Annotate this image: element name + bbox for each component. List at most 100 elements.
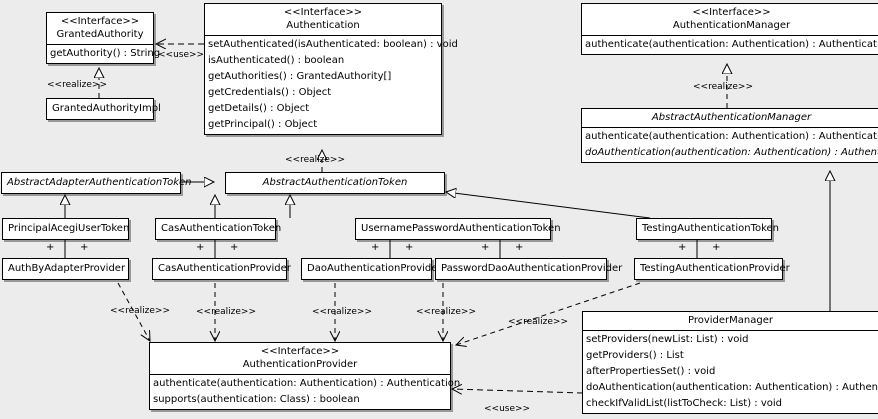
class-name: AbstractAuthenticationManager	[651, 112, 812, 123]
operations-compartment: getAuthority() : String	[47, 44, 161, 63]
class-name: AbstractAdapterAuthenticationToken	[7, 177, 192, 188]
class-granted-authority-impl[interactable]: GrantedAuthorityImpl	[46, 98, 161, 120]
class-name: PasswordDaoAuthenticationProvider	[441, 263, 623, 274]
visibility-marker-plus: +	[230, 242, 239, 253]
class-header: <<Interface>> AuthenticationProvider	[150, 343, 450, 374]
operations-compartment: authenticate(authentication: Authenticat…	[582, 127, 878, 162]
visibility-marker-plus: +	[481, 242, 490, 253]
operations-compartment: setProviders(newList: List) : void getPr…	[583, 330, 878, 413]
class-cas-authentication-provider[interactable]: CasAuthenticationProvider	[152, 258, 291, 280]
visibility-marker-plus: +	[678, 242, 687, 253]
class-name: TestingAuthenticationToken	[642, 223, 780, 234]
operation-row: getDetails() : Object	[208, 103, 310, 114]
operation-row: checkIfValidList(listToCheck: List) : vo…	[586, 398, 783, 409]
operations-compartment: authenticate(authentication: Authenticat…	[582, 35, 878, 54]
class-header: PrincipalAcegiUserToken	[3, 219, 130, 239]
operation-row: getCredentials() : Object	[208, 87, 332, 98]
operation-row: isAuthenticated() : boolean	[208, 55, 345, 66]
class-header: CasAuthenticationToken	[156, 219, 282, 239]
edge-label-use-authentication-grantedauthority: <<use>>	[158, 50, 205, 60]
class-name: CasAuthenticationProvider	[158, 263, 291, 274]
class-header: ProviderManager	[583, 312, 878, 330]
class-abstract-authentication-token[interactable]: AbstractAuthenticationToken	[225, 172, 445, 194]
class-authentication-provider[interactable]: <<Interface>> AuthenticationProvider aut…	[149, 342, 461, 410]
visibility-marker-plus: +	[515, 242, 524, 253]
class-header: AbstractAuthenticationToken	[226, 173, 444, 193]
stereotype-label: <<Interface>>	[60, 16, 140, 27]
class-header: TestingAuthenticationProvider	[635, 259, 790, 279]
class-testing-authentication-token[interactable]: TestingAuthenticationToken	[636, 218, 780, 240]
operation-row: getProviders() : List	[586, 350, 684, 361]
operation-row: setProviders(newList: List) : void	[586, 334, 749, 345]
class-header: GrantedAuthorityImpl	[47, 99, 161, 119]
operation-row: authenticate(authentication: Authenticat…	[585, 39, 878, 50]
class-name: ProviderManager	[687, 315, 773, 326]
class-header: CasAuthenticationProvider	[153, 259, 291, 279]
class-cas-authentication-token[interactable]: CasAuthenticationToken	[155, 218, 282, 240]
edge-label-realize-cas: <<realize>>	[196, 307, 256, 317]
class-header: DaoAuthenticationProvider	[302, 259, 442, 279]
edge-label-realize-grantedauthorityimpl: <<realize>>	[47, 80, 107, 90]
class-name: CasAuthenticationToken	[161, 223, 282, 234]
visibility-marker-plus: +	[80, 242, 89, 253]
class-name: Authentication	[286, 20, 360, 31]
visibility-marker-plus: +	[46, 242, 55, 253]
operation-row: authenticate(authentication: Authenticat…	[153, 378, 461, 389]
class-name: TestingAuthenticationProvider	[640, 263, 790, 274]
class-name: DaoAuthenticationProvider	[307, 263, 442, 274]
visibility-marker-plus: +	[712, 242, 721, 253]
class-header: <<Interface>> Authentication	[205, 4, 441, 35]
class-dao-authentication-provider[interactable]: DaoAuthenticationProvider	[301, 258, 442, 280]
operation-row: doAuthentication(authentication: Authent…	[586, 382, 878, 393]
class-name: AuthenticationManager	[672, 20, 791, 31]
class-username-password-authentication-token[interactable]: UsernamePasswordAuthenticationToken	[355, 218, 561, 240]
operation-row: supports(authentication: Class) : boolea…	[153, 394, 360, 405]
operations-compartment: setAuthenticated(isAuthenticated: boolea…	[205, 35, 458, 134]
class-name: AuthByAdapterProvider	[8, 263, 126, 274]
class-name: PrincipalAcegiUserToken	[8, 223, 130, 234]
operation-row: afterPropertiesSet() : void	[586, 366, 716, 377]
class-authentication[interactable]: <<Interface>> Authentication setAuthenti…	[204, 3, 458, 135]
class-auth-by-adapter-provider[interactable]: AuthByAdapterProvider	[2, 258, 129, 280]
operation-row: getAuthority() : String	[50, 48, 161, 59]
operation-row: getPrincipal() : Object	[208, 119, 318, 130]
operation-row: doAuthentication(authentication: Authent…	[585, 147, 878, 158]
class-name: AbstractAuthenticationToken	[262, 177, 408, 188]
operation-row: getAuthorities() : GrantedAuthority[]	[208, 71, 392, 82]
class-authentication-manager[interactable]: <<Interface>> AuthenticationManager auth…	[581, 3, 878, 55]
class-abstract-adapter-authentication-token[interactable]: AbstractAdapterAuthenticationToken	[1, 172, 192, 194]
class-header: UsernamePasswordAuthenticationToken	[356, 219, 561, 239]
class-abstract-authentication-manager[interactable]: AbstractAuthenticationManager authentica…	[581, 108, 878, 163]
edge-label-realize-dao: <<realize>>	[312, 307, 372, 317]
class-name: GrantedAuthority	[56, 29, 144, 40]
class-provider-manager[interactable]: ProviderManager setProviders(newList: Li…	[582, 311, 878, 414]
class-name: UsernamePasswordAuthenticationToken	[361, 223, 561, 234]
class-header: <<Interface>> GrantedAuthority	[47, 13, 153, 44]
class-name: GrantedAuthorityImpl	[52, 103, 161, 114]
edge-label-use-providermanager: <<use>>	[484, 404, 531, 414]
edge-label-realize-passworddao: <<realize>>	[416, 307, 476, 317]
class-header: TestingAuthenticationToken	[637, 219, 780, 239]
visibility-marker-plus: +	[405, 242, 414, 253]
class-header: AbstractAdapterAuthenticationToken	[2, 173, 192, 193]
class-header: PasswordDaoAuthenticationProvider	[436, 259, 623, 279]
stereotype-label: <<Interface>>	[260, 346, 340, 357]
class-header: AbstractAuthenticationManager	[582, 109, 878, 127]
class-principal-acegi-user-token[interactable]: PrincipalAcegiUserToken	[2, 218, 129, 240]
stereotype-label: <<Interface>>	[283, 7, 363, 18]
stereotype-label: <<Interface>>	[692, 7, 771, 18]
operations-compartment: authenticate(authentication: Authenticat…	[150, 374, 461, 409]
edge-label-realize-authbyadapter: <<realize>>	[110, 306, 170, 316]
class-header: <<Interface>> AuthenticationManager	[582, 4, 878, 35]
edge-label-realize-abstractauthenticationmanager: <<realize>>	[693, 82, 753, 92]
operation-row: authenticate(authentication: Authenticat…	[585, 131, 878, 142]
edge-label-realize-abstractauthenticationtoken: <<realize>>	[285, 155, 345, 165]
class-testing-authentication-provider[interactable]: TestingAuthenticationProvider	[634, 258, 790, 280]
class-password-dao-authentication-provider[interactable]: PasswordDaoAuthenticationProvider	[435, 258, 623, 280]
operation-row: setAuthenticated(isAuthenticated: boolea…	[208, 39, 458, 50]
class-header: AuthByAdapterProvider	[3, 259, 128, 279]
class-granted-authority[interactable]: <<Interface>> GrantedAuthority getAuthor…	[46, 12, 161, 64]
edge-label-realize-testing: <<realize>>	[508, 317, 568, 327]
visibility-marker-plus: +	[371, 242, 380, 253]
